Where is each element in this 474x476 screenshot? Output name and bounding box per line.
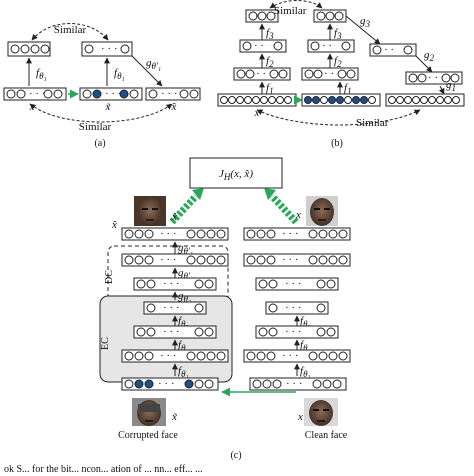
svg-text:· · ·: · · · bbox=[160, 228, 177, 240]
svg-text:x̂: x̂ bbox=[111, 219, 117, 231]
similar-arc-top-a bbox=[31, 23, 109, 41]
svg-text:· ·: · · bbox=[384, 44, 394, 56]
g-label-a: gθ′₁ bbox=[146, 57, 161, 71]
svg-text:· · ·: · · · bbox=[282, 254, 299, 266]
svg-text:g1: g1 bbox=[446, 79, 456, 93]
xt-label-c: x̃ bbox=[171, 411, 178, 423]
svg-text:· · ·: · · · bbox=[285, 326, 302, 338]
panel-a: · · · Similar fθ₁ fθ₁ gθ′₁ · · · x · · ·… bbox=[3, 23, 201, 149]
face-corrupted bbox=[132, 398, 166, 426]
left-label-4: fθ₂ bbox=[178, 339, 189, 353]
corrupted-face-label: Corrupted face bbox=[118, 430, 178, 441]
xhat-label-c: x̂ bbox=[171, 211, 177, 223]
right-label-1: fθ₂ bbox=[300, 339, 311, 353]
svg-text:g3: g3 bbox=[360, 15, 371, 29]
ec-label: EC bbox=[100, 337, 111, 350]
xt-label-a: x̃ bbox=[105, 101, 112, 113]
f-label-a-right: fθ₁ bbox=[114, 67, 125, 81]
footer-text: ok S... for the bit... ncon... ation of … bbox=[4, 464, 203, 475]
caption-c: (c) bbox=[230, 450, 241, 461]
svg-text:g2: g2 bbox=[424, 49, 435, 63]
caption-b: (b) bbox=[331, 138, 343, 149]
svg-text:· ·: · · bbox=[254, 40, 264, 52]
panel-b: Similar f3 f3 g3 · · · · · · f2 f2 g2 · … bbox=[217, 0, 465, 149]
right-label-0: fθ₃ bbox=[300, 315, 311, 329]
svg-text:f3: f3 bbox=[334, 27, 342, 41]
similar-label-bottom-a: Similar bbox=[79, 121, 112, 133]
left-label-2: gθ₃ bbox=[178, 290, 191, 304]
left-label-0: gθ′₁ bbox=[178, 242, 193, 256]
svg-text:· ·: · · bbox=[428, 72, 438, 84]
svg-text:· · ·: · · · bbox=[29, 88, 46, 100]
x-label-b: x bbox=[254, 107, 260, 119]
clean-face-label: Clean face bbox=[305, 430, 348, 441]
similar-label-bottom-b: Similar bbox=[356, 117, 389, 129]
svg-text:f1: f1 bbox=[266, 82, 274, 96]
caption-a: (a) bbox=[94, 138, 105, 149]
svg-text:· · ·: · · · bbox=[286, 378, 303, 390]
face-clean bbox=[304, 398, 338, 426]
svg-text:f1: f1 bbox=[344, 82, 352, 96]
svg-text:· · ·: · · · bbox=[160, 254, 177, 266]
panel-c: JH(x, x̂) x̂ x DC bbox=[99, 157, 351, 461]
x-label-a: x bbox=[29, 101, 35, 113]
svg-text:· · ·: · · · bbox=[282, 228, 299, 240]
x-label-c-top: x bbox=[295, 209, 301, 221]
dc-region bbox=[107, 245, 229, 321]
svg-text:· · ·: · · · bbox=[282, 350, 299, 362]
panel-a-hidden-layer-right bbox=[81, 41, 133, 57]
svg-text:· · ·: · · · bbox=[105, 88, 122, 100]
face-reconstructed bbox=[134, 196, 166, 226]
svg-text:f3: f3 bbox=[266, 27, 274, 41]
face-clean-top bbox=[306, 196, 338, 226]
svg-text:· · ·: · · · bbox=[163, 302, 180, 314]
xhat-label-a: x̂ bbox=[171, 101, 177, 113]
x-label-c-bottom: x bbox=[297, 411, 303, 423]
green-arrow-left bbox=[169, 188, 204, 225]
f-label-a-left: fθ₁ bbox=[36, 67, 47, 81]
loss-label: JH(x, x̂) bbox=[219, 168, 253, 182]
svg-text:· · ·: · · · bbox=[101, 43, 118, 55]
dc-label: DC bbox=[104, 270, 115, 284]
right-label-2: fθ₁ bbox=[300, 365, 311, 379]
left-label-3: fθ₃ bbox=[178, 315, 189, 329]
svg-text:· ·: · · bbox=[322, 40, 332, 52]
svg-text:· · ·: · · · bbox=[285, 302, 302, 314]
svg-text:· ·: · · bbox=[324, 68, 334, 80]
svg-text:· · ·: · · · bbox=[163, 326, 180, 338]
svg-text:· ·: · · bbox=[256, 68, 266, 80]
svg-text:f2: f2 bbox=[266, 55, 274, 69]
svg-text:· · ·: · · · bbox=[158, 378, 175, 390]
similar-arc-bottom-a bbox=[29, 103, 173, 123]
svg-text:· · ·: · · · bbox=[285, 278, 302, 290]
svg-text:f2: f2 bbox=[334, 55, 342, 69]
svg-text:· · ·: · · · bbox=[163, 278, 180, 290]
loss-box bbox=[189, 157, 283, 189]
green-arrow-right bbox=[264, 188, 299, 225]
svg-text:· · ·: · · · bbox=[161, 88, 178, 100]
left-label-5: fθ₁ bbox=[178, 365, 189, 379]
similar-label-top-a: Similar bbox=[54, 24, 87, 36]
svg-text:· · ·: · · · bbox=[160, 350, 177, 362]
similar-label-top-b: Similar bbox=[274, 5, 307, 17]
